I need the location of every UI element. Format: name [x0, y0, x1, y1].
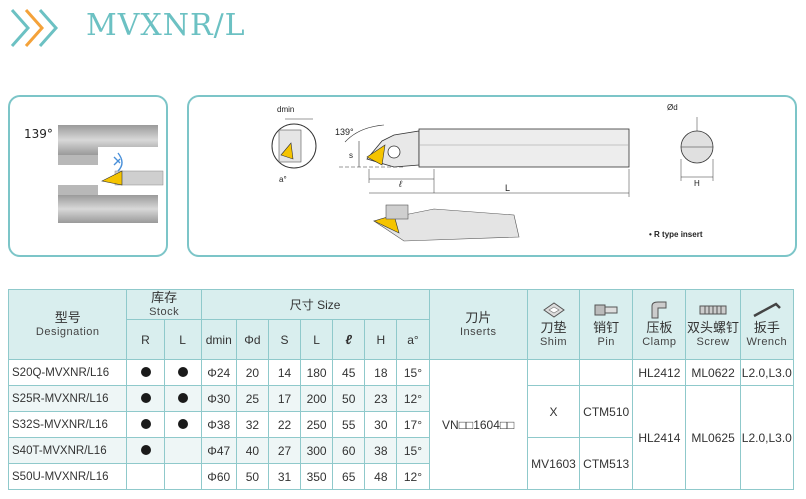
boring-illustration-panel: 139°: [8, 95, 168, 257]
header-inserts: 刀片 Inserts: [428, 289, 528, 360]
clamp-cell: HL2414: [632, 385, 687, 490]
table-row: S25R-MVXNR/L16 Φ30 25 17 200 50 23 12° X…: [7, 385, 795, 490]
table-row: S50U-MVXNR/L16 Φ60 50 31 350 65 48 12°: [7, 463, 794, 490]
shim-cell: MV1603: [526, 437, 581, 490]
screw-icon: [699, 305, 727, 315]
shim-cell: X: [526, 385, 581, 438]
boring-illustration: [58, 125, 164, 223]
angle-label: 139°: [24, 127, 53, 141]
header-angle: a°: [396, 319, 430, 360]
header-size: 尺寸 Size: [200, 289, 430, 320]
stock-l-dot: [177, 418, 188, 429]
dimension-drawing-panel: dmin 139° s a° ℓ L Ød H • R type insert: [187, 95, 797, 257]
header-stock: 库存 Stock: [126, 289, 202, 320]
screw-cell: ML0625: [685, 385, 741, 490]
table-row: S32S-MVXNR/L16 Φ38 32 22 250 55 30 17°: [7, 411, 794, 438]
l-label: ℓ: [399, 179, 402, 189]
header-phid: Φd: [235, 319, 269, 360]
header-dmin: dmin: [200, 319, 237, 360]
insert-cell: VN□□1604□□: [428, 359, 528, 490]
stock-r-dot: [140, 366, 151, 377]
header-pin: 销钉 Pin: [579, 289, 634, 360]
page-title: MVXNR/L: [86, 8, 246, 43]
stock-r-dot: [140, 392, 151, 403]
header-clamp: 压板 Clamp: [632, 289, 687, 360]
header-designation: 型号 Designation: [7, 289, 128, 360]
header-H: H: [364, 319, 398, 360]
dmin-label: dmin: [277, 105, 295, 114]
screw-cell: ML0622: [685, 359, 741, 386]
wrench-icon: [753, 302, 781, 318]
stock-r-dot: [140, 418, 151, 429]
header-s: S: [267, 319, 302, 360]
header-stock-r: R: [126, 319, 165, 360]
phid-label: Ød: [667, 103, 678, 112]
header-wrench: 扳手 Wrench: [739, 289, 795, 360]
spec-table: 型号 Designation 库存 Stock 尺寸 Size 刀片 Inser…: [7, 289, 795, 490]
shim-icon: [542, 302, 565, 318]
a-label: a°: [279, 175, 287, 184]
header-length: L: [300, 319, 334, 360]
r-type-insert-note: • R type insert: [649, 230, 703, 239]
H-label: H: [694, 179, 700, 188]
dimension-drawing: [271, 117, 714, 242]
stock-l-dot: [177, 366, 188, 377]
wrench-cell: L2.0,L3.0: [739, 385, 795, 490]
L-label: L: [505, 183, 511, 193]
header-screw: 双头螺钉 Screw: [685, 289, 741, 360]
angle-label-right: 139°: [335, 127, 354, 137]
pin-icon: [594, 304, 618, 316]
table-row: S20Q-MVXNR/L16 Φ24 20 14 180 45 18 15° V…: [7, 359, 795, 490]
stock-r-dot: [140, 444, 151, 455]
wrench-cell: L2.0,L3.0: [739, 359, 795, 386]
chevron-logo-icon: [10, 9, 59, 47]
s-label: s: [349, 151, 353, 160]
stock-l-dot: [177, 392, 188, 403]
clamp-icon: [651, 301, 667, 319]
header-l: ℓ: [332, 319, 366, 360]
pin-cell: CTM510: [579, 385, 634, 438]
header-shim: 刀垫 Shim: [526, 289, 581, 360]
pin-cell: CTM513: [579, 437, 634, 490]
header-stock-l: L: [163, 319, 202, 360]
clamp-cell: HL2412: [632, 359, 687, 386]
